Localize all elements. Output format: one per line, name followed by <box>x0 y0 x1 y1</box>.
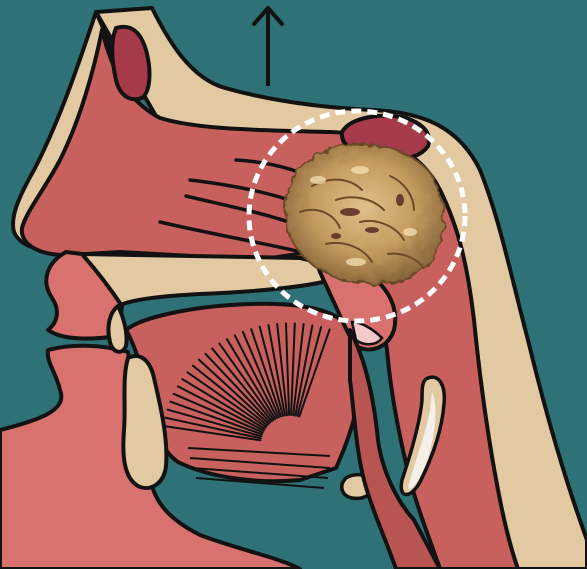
adenoid-specimen <box>285 144 443 284</box>
